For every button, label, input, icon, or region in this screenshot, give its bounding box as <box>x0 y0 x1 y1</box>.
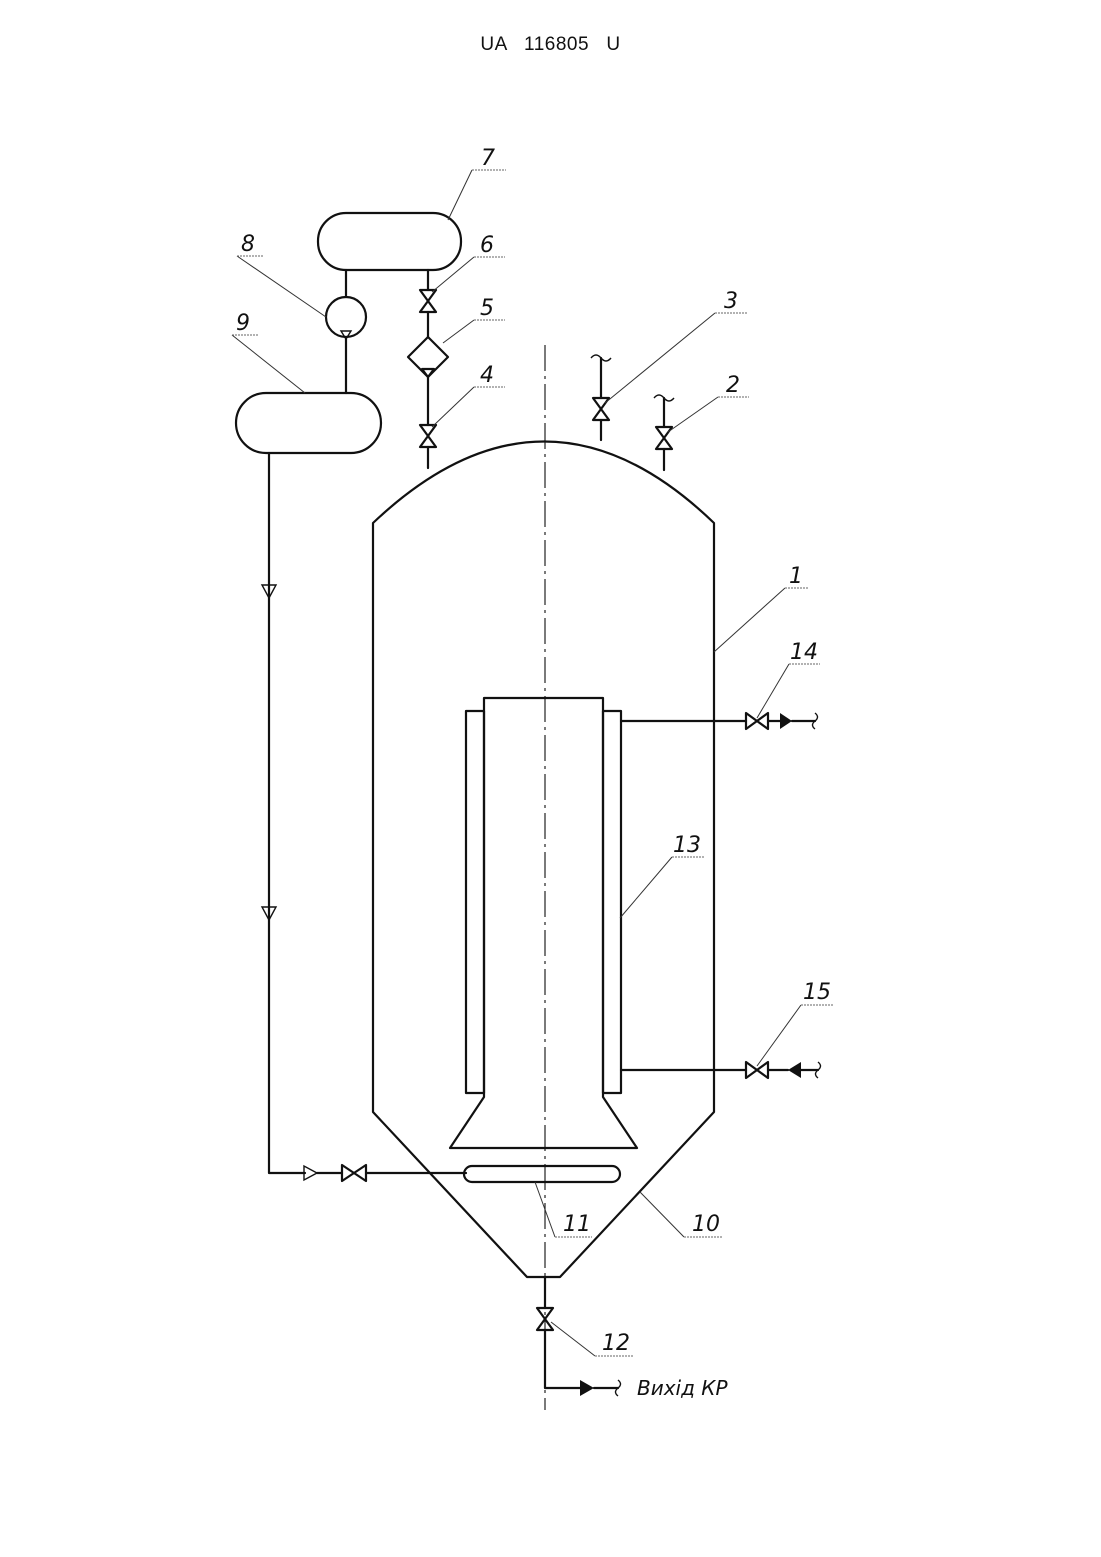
leader-5 <box>443 320 474 343</box>
valve-14 <box>746 713 768 729</box>
label-6: 6 <box>480 233 494 258</box>
sparger-valve <box>342 1165 366 1181</box>
leader-1 <box>714 588 785 652</box>
tank-9 <box>236 393 381 453</box>
label-14: 14 <box>790 640 818 665</box>
leader-10 <box>640 1192 684 1237</box>
tank-7 <box>318 213 461 270</box>
filter-5 <box>408 337 448 377</box>
valve-4 <box>420 425 436 447</box>
leader-7 <box>448 170 472 220</box>
label-2: 2 <box>726 373 740 398</box>
label-8: 8 <box>241 232 255 257</box>
valve-6 <box>420 290 436 312</box>
flow-arrow-15 <box>788 1062 801 1078</box>
leader-3 <box>605 313 715 403</box>
filter-5-marker <box>422 369 434 377</box>
label-7: 7 <box>481 146 495 171</box>
leader-9 <box>232 335 305 393</box>
label-3: 3 <box>724 289 738 314</box>
leader-13 <box>620 857 672 918</box>
draft-tube <box>450 698 637 1148</box>
label-9: 9 <box>236 311 250 336</box>
leader-4 <box>432 387 474 427</box>
vessel-body <box>373 442 714 1278</box>
valve-15 <box>746 1062 768 1078</box>
label-4: 4 <box>480 363 494 388</box>
outlet-arrow <box>580 1380 594 1396</box>
label-10: 10 <box>692 1212 720 1237</box>
leader-8 <box>237 256 326 317</box>
label-11: 11 <box>563 1212 591 1237</box>
jacket-left <box>466 711 484 1093</box>
label-12: 12 <box>602 1331 630 1356</box>
flow-arrow-14 <box>780 713 792 729</box>
label-5: 5 <box>480 296 494 321</box>
leader-12 <box>551 1322 595 1356</box>
leader-15 <box>757 1005 801 1066</box>
outlet-pipe <box>545 1330 580 1388</box>
leader-2 <box>668 397 718 432</box>
jacket-right <box>603 711 621 1093</box>
leader-14 <box>757 664 789 718</box>
outlet-label: Вихід КР <box>637 1376 728 1400</box>
sparger-11 <box>464 1166 620 1182</box>
return-line <box>269 453 305 1173</box>
label-1: 1 <box>789 564 803 589</box>
label-15: 15 <box>803 980 831 1005</box>
label-13: 13 <box>673 833 701 858</box>
